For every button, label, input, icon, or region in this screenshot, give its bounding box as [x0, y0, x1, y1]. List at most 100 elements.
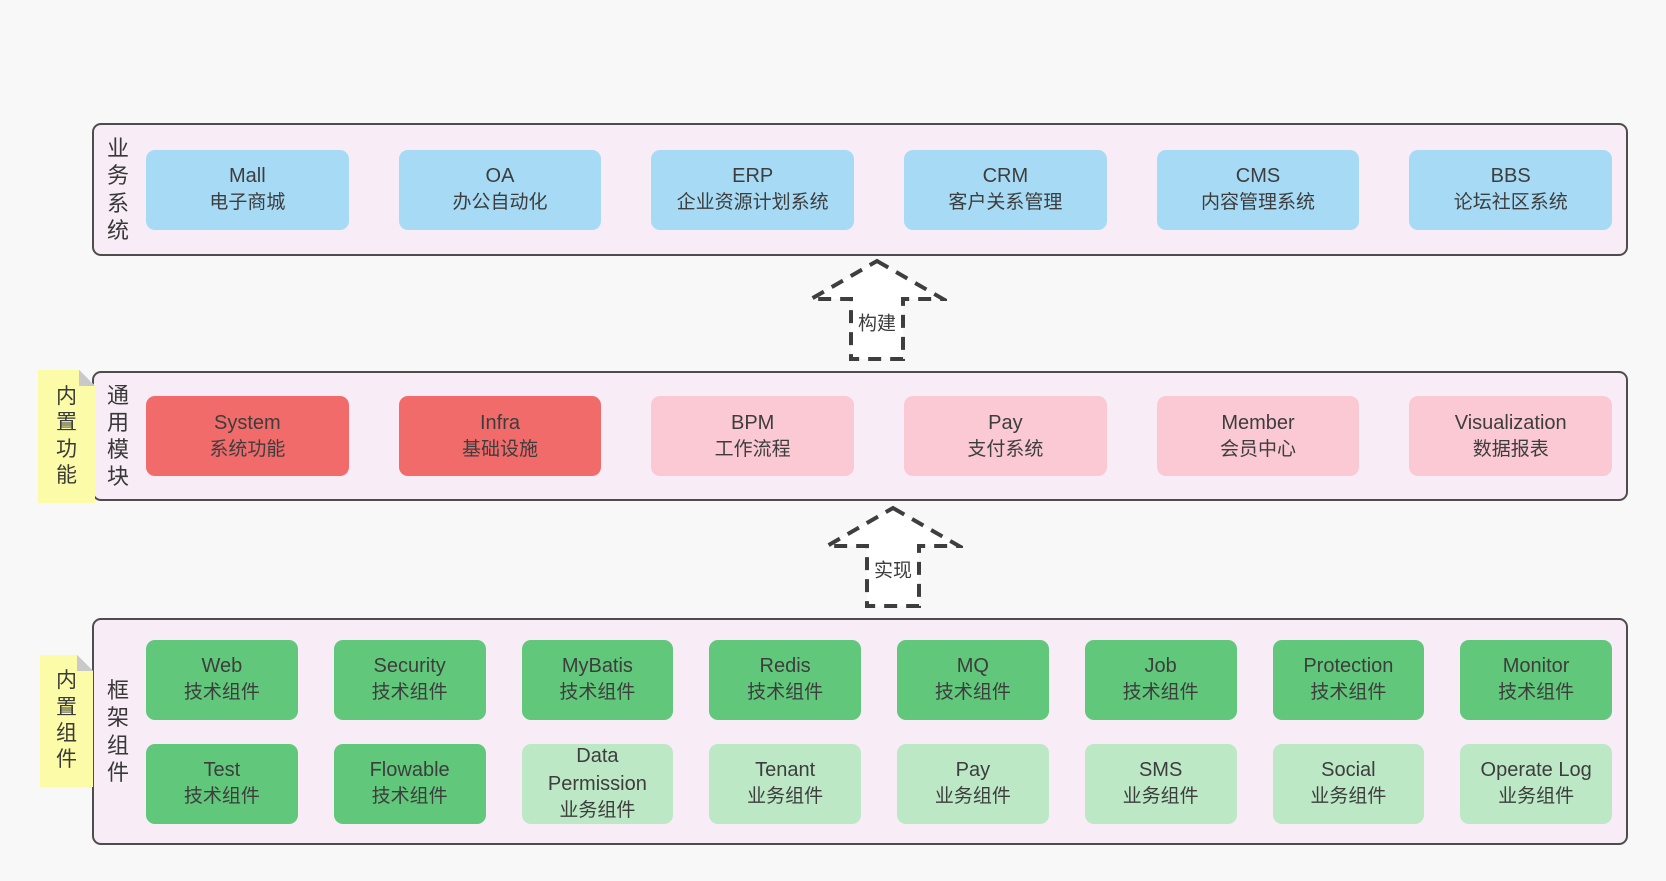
side-label-text: 框架组件: [106, 678, 129, 785]
sticky-note-text: 内置功能: [56, 384, 77, 487]
node-protection: Protection 技术组件: [1272, 639, 1425, 720]
node-subtitle: 基础设施: [462, 438, 539, 460]
side-label-common-modules: 通用模块: [94, 373, 142, 499]
node-title: BPM: [731, 411, 775, 434]
node-subtitle: 论坛社区系统: [1453, 192, 1568, 214]
arrow-implement: 实现: [823, 505, 963, 609]
node-mq: MQ 技术组件: [897, 639, 1049, 720]
node-subtitle: 技术组件: [183, 786, 260, 808]
node-subtitle: 业务组件: [559, 800, 636, 822]
node-title: Security: [373, 655, 446, 678]
node-title: Job: [1144, 655, 1177, 678]
node-title: Infra: [479, 411, 521, 434]
side-label-text: 业务系统: [106, 136, 129, 243]
node-title: MQ: [956, 655, 989, 678]
node-cms: CMS 内容管理系统: [1156, 149, 1360, 230]
node-redis: Redis 技术组件: [709, 639, 861, 720]
node-title: SMS: [1138, 759, 1183, 782]
node-subtitle: 会员中心: [1220, 438, 1297, 460]
node-subtitle: 支付系统: [967, 438, 1044, 460]
node-title: Test: [203, 759, 241, 782]
node-subtitle: 技术组件: [183, 682, 260, 704]
node-system: System 系统功能: [146, 396, 349, 476]
node-subtitle: 业务组件: [934, 786, 1011, 808]
node-subtitle: 技术组件: [371, 786, 448, 808]
node-title: Data Permission: [547, 745, 647, 796]
node-subtitle: 业务组件: [1498, 786, 1575, 808]
node-title: Web: [201, 655, 243, 678]
node-title: Redis: [759, 655, 811, 678]
panel-framework-components: 框架组件 Web 技术组件 Security 技术组件 MyBatis 技术组件…: [92, 618, 1628, 845]
node-title: BBS: [1490, 165, 1531, 188]
node-subtitle: 客户关系管理: [948, 192, 1063, 214]
node-title: Visualization: [1454, 411, 1567, 434]
node-title: Pay: [988, 411, 1023, 434]
framework-components-row-1: Web 技术组件 Security 技术组件 MyBatis 技术组件 Redi…: [146, 639, 1612, 720]
node-subtitle: 技术组件: [1122, 682, 1199, 704]
node-subtitle: 电子商城: [209, 192, 286, 214]
node-tenant: Tenant 业务组件: [709, 743, 861, 824]
node-flowable: Flowable 技术组件: [333, 743, 486, 824]
arrow-label: 构建: [857, 313, 897, 335]
node-title: Tenant: [755, 759, 816, 782]
node-title: Protection: [1303, 655, 1394, 678]
node-subtitle: 办公自动化: [452, 192, 548, 214]
node-pay-business: Pay 业务组件: [897, 743, 1049, 824]
node-subtitle: 技术组件: [371, 682, 448, 704]
panel-common-modules: 通用模块 System 系统功能 Infra 基础设施 BPM 工作流程 Pay…: [92, 371, 1628, 501]
node-operate-log: Operate Log 业务组件: [1460, 743, 1612, 824]
dashed-up-arrow-icon: [823, 505, 963, 608]
node-subtitle: 业务组件: [1122, 786, 1199, 808]
node-title: Pay: [955, 759, 991, 782]
node-subtitle: 技术组件: [1498, 682, 1575, 704]
node-title: ERP: [732, 165, 774, 188]
node-bpm: BPM 工作流程: [651, 396, 855, 476]
node-subtitle: 工作流程: [714, 438, 791, 460]
node-title: Operate Log: [1480, 759, 1592, 782]
node-title: Member: [1221, 411, 1295, 434]
node-sms: SMS 业务组件: [1084, 743, 1237, 824]
node-title: CRM: [982, 165, 1029, 188]
node-subtitle: 企业资源计划系统: [676, 192, 829, 214]
sticky-note-text: 内置组件: [56, 669, 77, 772]
node-title: MyBatis: [561, 655, 633, 678]
node-subtitle: 技术组件: [747, 682, 824, 704]
node-test: Test 技术组件: [146, 743, 298, 824]
side-label-business-systems: 业务系统: [94, 125, 142, 254]
node-subtitle: 内容管理系统: [1201, 192, 1316, 214]
node-pay: Pay 支付系统: [904, 396, 1107, 476]
node-data-permission: Data Permission 业务组件: [521, 743, 674, 824]
side-label-text: 通用模块: [106, 382, 129, 490]
node-mall: Mall 电子商城: [146, 149, 349, 230]
node-monitor: Monitor 技术组件: [1460, 639, 1612, 720]
arrow-build: 构建: [807, 258, 947, 362]
node-crm: CRM 客户关系管理: [904, 149, 1107, 230]
node-title: Monitor: [1502, 655, 1570, 678]
node-title: Mall: [229, 165, 266, 188]
node-member: Member 会员中心: [1156, 396, 1360, 476]
node-title: CMS: [1235, 165, 1281, 188]
sticky-note-builtin-features: 内置功能: [38, 370, 95, 503]
node-title: OA: [485, 165, 515, 188]
framework-components-row-2: Test 技术组件 Flowable 技术组件 Data Permission …: [146, 743, 1612, 824]
node-social: Social 业务组件: [1272, 743, 1425, 824]
node-web: Web 技术组件: [146, 639, 298, 720]
node-subtitle: 业务组件: [1310, 786, 1387, 808]
dashed-up-arrow-icon: [807, 258, 947, 361]
node-title: Flowable: [369, 759, 450, 782]
node-visualization: Visualization 数据报表: [1409, 396, 1613, 476]
node-title: System: [213, 411, 281, 434]
node-mybatis: MyBatis 技术组件: [521, 639, 674, 720]
node-erp: ERP 企业资源计划系统: [651, 149, 855, 230]
node-job: Job 技术组件: [1084, 639, 1237, 720]
sticky-note-builtin-components: 内置组件: [40, 655, 93, 787]
node-subtitle: 系统功能: [209, 438, 286, 460]
node-subtitle: 业务组件: [747, 786, 824, 808]
node-title: Social: [1321, 759, 1376, 782]
common-modules-row: System 系统功能 Infra 基础设施 BPM 工作流程 Pay 支付系统…: [142, 373, 1626, 499]
node-security: Security 技术组件: [333, 639, 486, 720]
node-subtitle: 数据报表: [1472, 438, 1549, 460]
node-subtitle: 技术组件: [934, 682, 1011, 704]
node-oa: OA 办公自动化: [398, 149, 602, 230]
